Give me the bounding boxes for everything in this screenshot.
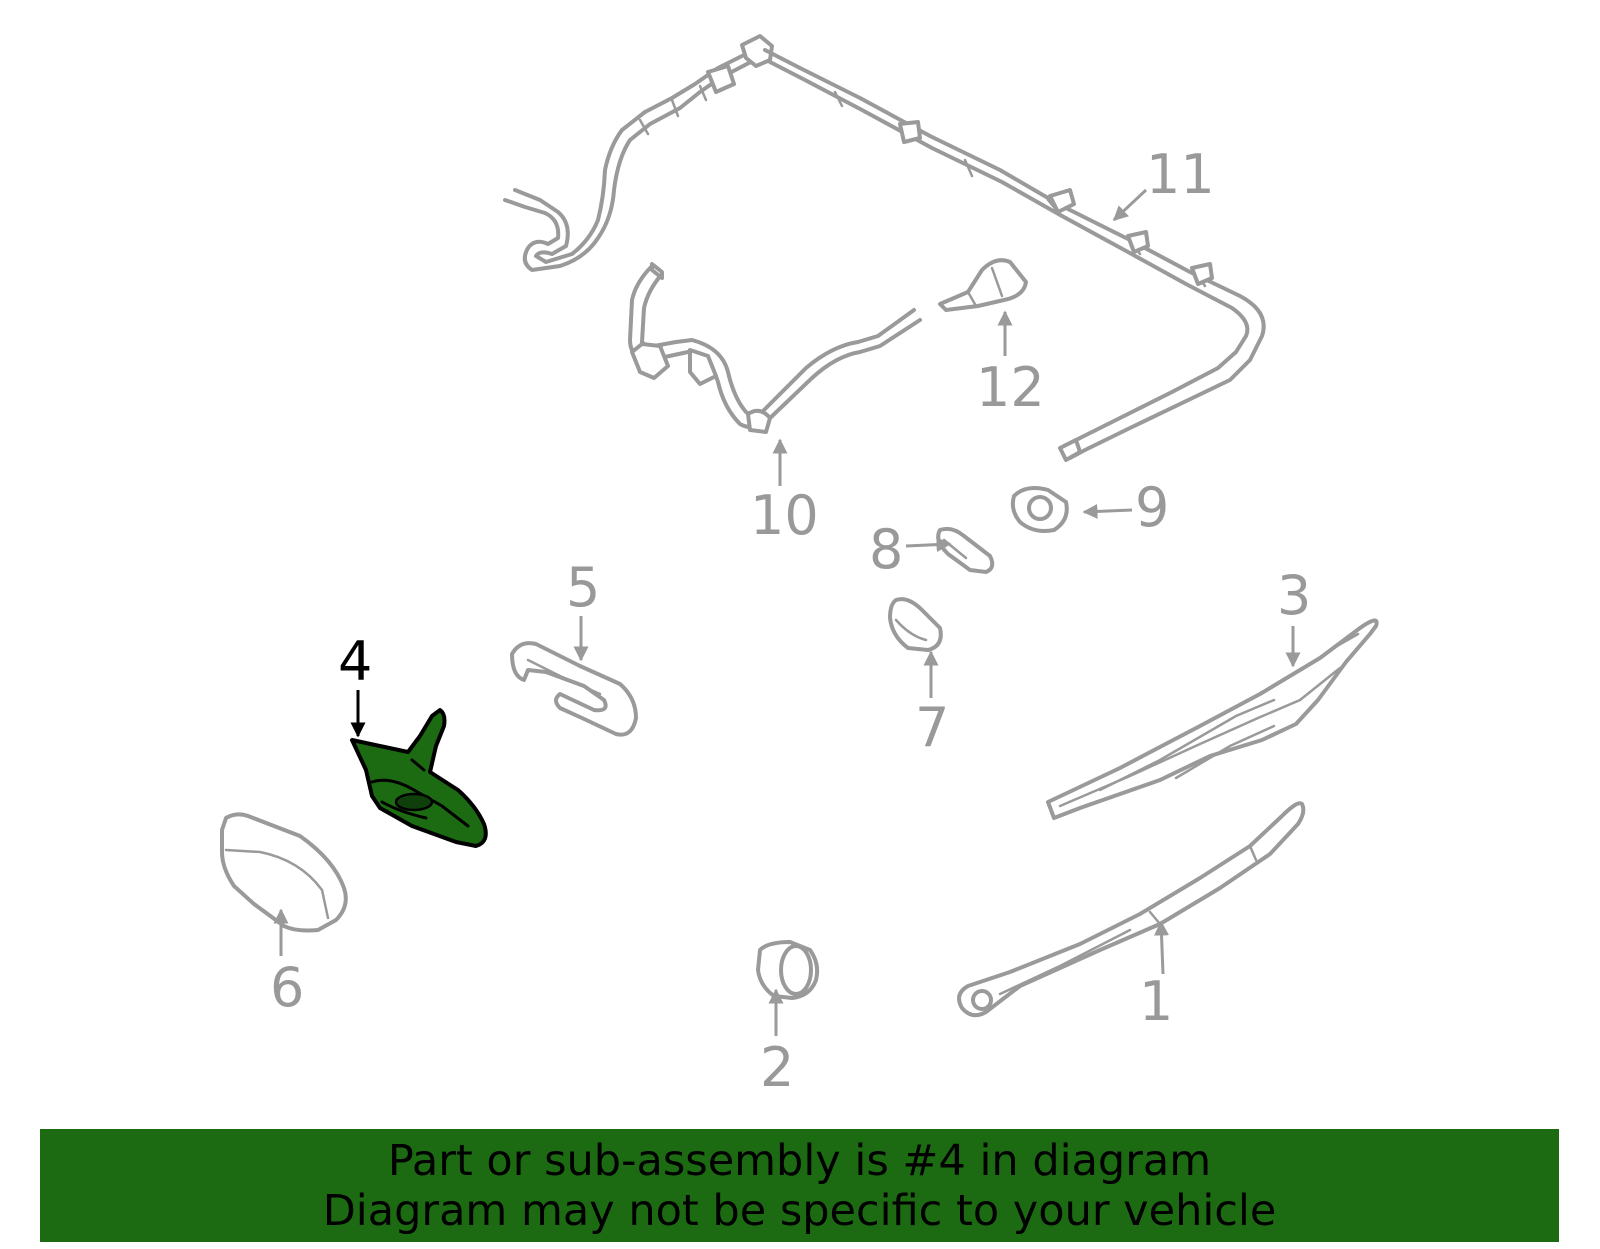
callout-labels: 1 2 3 4 5 6 7 8 9 10 11 12 xyxy=(270,143,1311,1099)
callout-9: 9 xyxy=(1135,476,1169,539)
callout-1: 1 xyxy=(1139,970,1173,1033)
callout-8: 8 xyxy=(869,518,903,581)
callout-10: 10 xyxy=(750,484,819,547)
callout-12: 12 xyxy=(976,356,1045,419)
callout-7: 7 xyxy=(915,696,949,759)
part-10-washer-hose[interactable] xyxy=(628,262,922,434)
info-banner: Part or sub-assembly is #4 in diagram Di… xyxy=(40,1129,1559,1242)
callout-5: 5 xyxy=(566,556,600,619)
callout-6: 6 xyxy=(270,956,304,1019)
banner-line-1: Part or sub-assembly is #4 in diagram xyxy=(387,1135,1212,1186)
part-12-washer-nozzle[interactable] xyxy=(938,258,1028,312)
leader-8 xyxy=(905,537,952,553)
part-1-wiper-arm[interactable] xyxy=(957,801,1306,1018)
part-9-grommet[interactable] xyxy=(1010,486,1069,533)
part-11-washer-hose[interactable] xyxy=(503,34,1266,462)
leader-1 xyxy=(1154,920,1170,975)
callout-4: 4 xyxy=(338,630,372,693)
leader-9 xyxy=(1082,503,1133,519)
part-6-cover[interactable] xyxy=(220,812,348,933)
callout-2: 2 xyxy=(760,1036,794,1099)
part-2-grommet[interactable] xyxy=(756,940,820,1000)
leader-11 xyxy=(1112,188,1148,222)
callout-3: 3 xyxy=(1277,564,1311,627)
part-7-cap[interactable] xyxy=(888,597,943,652)
banner-line-2: Diagram may not be specific to your vehi… xyxy=(322,1185,1277,1236)
callout-11: 11 xyxy=(1146,143,1215,206)
part-8-cap[interactable] xyxy=(936,526,995,574)
leader-lines xyxy=(273,188,1301,1036)
part-3-wiper-blade[interactable] xyxy=(1046,618,1379,820)
part-4-wiper-pivot[interactable] xyxy=(350,708,488,848)
part-5-spacer[interactable] xyxy=(510,641,638,737)
